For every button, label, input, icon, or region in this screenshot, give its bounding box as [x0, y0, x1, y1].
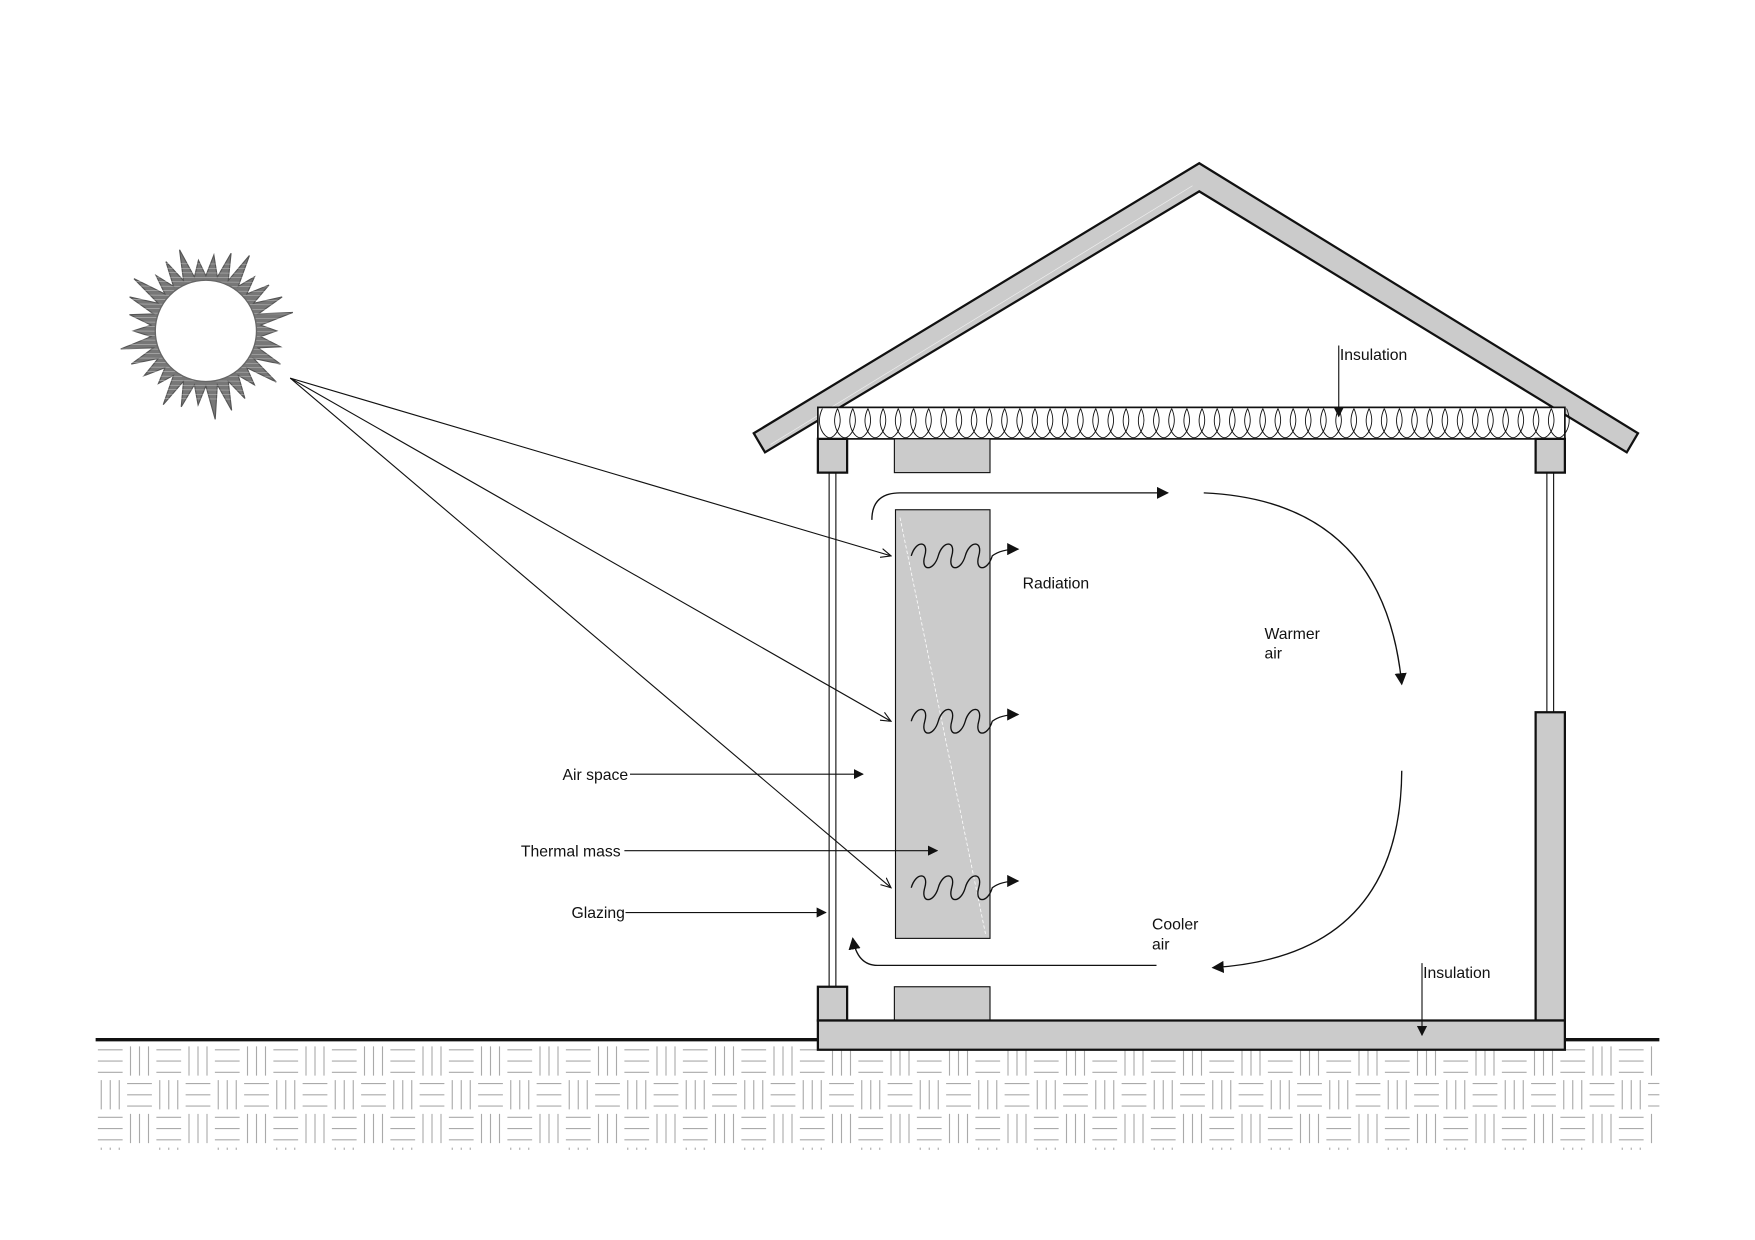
roof — [752, 161, 1640, 454]
thermal-mass-label: Thermal mass — [521, 843, 621, 860]
sun-icon — [120, 249, 294, 420]
bottom-sill — [893, 986, 991, 1022]
top-left-post — [816, 437, 849, 474]
right-wall — [1534, 711, 1566, 1022]
air-space-label: Air space — [563, 767, 629, 784]
floor-slab — [816, 1019, 1566, 1051]
top-header — [893, 438, 991, 474]
warmer-air-label-line2: air — [1265, 645, 1283, 662]
cooler-air-label-line1: Cooler — [1152, 916, 1198, 933]
radiation-label: Radiation — [1023, 576, 1090, 593]
ceiling-insulation — [817, 406, 1570, 440]
leader-lines — [624, 345, 1428, 1037]
warmer-air-label-line1: Warmer — [1265, 626, 1320, 643]
left-glazing — [828, 472, 837, 987]
sun-rays — [289, 377, 891, 888]
bottom-left-post — [816, 985, 849, 1022]
floor-insulation-label: Insulation — [1423, 965, 1490, 982]
air-flow-arrows — [848, 486, 1407, 974]
cooler-air-label-line2: air — [1152, 937, 1170, 954]
roof-insulation-label: Insulation — [1340, 347, 1407, 364]
top-right-post — [1534, 437, 1566, 474]
radiation-waves — [910, 543, 1020, 901]
ground-hatch — [97, 1046, 1660, 1150]
right-glazing — [1546, 472, 1555, 713]
glazing-label: Glazing — [572, 905, 625, 922]
